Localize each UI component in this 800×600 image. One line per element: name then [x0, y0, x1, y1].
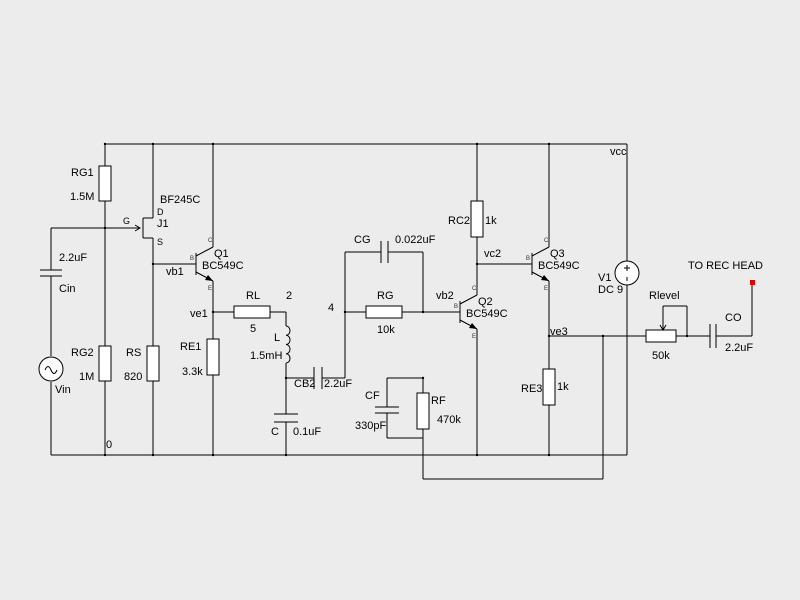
- label-re3: RE3: [521, 383, 542, 395]
- label-rec-head: TO REC HEAD: [688, 260, 763, 272]
- label-vb2: vb2: [436, 290, 454, 302]
- capacitor-cg: [380, 241, 389, 263]
- capacitor-co: [709, 324, 717, 348]
- label-l: L: [274, 332, 280, 344]
- label-rg: RG: [377, 290, 394, 302]
- label-rc2-value: 1k: [485, 215, 497, 227]
- label-ground-node: 0: [106, 439, 112, 451]
- label-cg: CG: [354, 234, 371, 246]
- resistor-rf: [416, 392, 430, 430]
- label-j1-drain: D: [157, 207, 164, 217]
- label-rg1-value: 1.5M: [70, 191, 94, 203]
- resistor-re1: [206, 338, 220, 376]
- labels: RG1 1.5M RG2 1M RS 820 BF245C D J1 G S 2…: [55, 146, 763, 451]
- label-vc2: vc2: [484, 248, 501, 260]
- ac-source-vin: [38, 356, 64, 382]
- resistor-re3: [542, 368, 556, 406]
- label-ve1: ve1: [190, 308, 208, 320]
- label-rg2-value: 1M: [79, 371, 94, 383]
- inductor-l: [285, 325, 291, 364]
- label-rl: RL: [246, 290, 260, 302]
- transistor-q3: [531, 246, 550, 282]
- label-vin: Vin: [55, 384, 71, 396]
- resistor-rs: [146, 345, 160, 382]
- label-q2: Q2: [478, 296, 493, 308]
- resistor-rg: [365, 305, 403, 319]
- label-cin: Cin: [59, 283, 76, 295]
- label-q3-model: BC549C: [538, 260, 580, 272]
- dc-source-v1: [614, 260, 640, 286]
- potentiometer-rlevel: [645, 324, 677, 343]
- label-rlevel: Rlevel: [649, 290, 680, 302]
- label-re3-value: 1k: [557, 381, 569, 393]
- label-q1: Q1: [214, 248, 229, 260]
- label-j1: J1: [157, 218, 169, 230]
- label-vb1: vb1: [166, 266, 184, 278]
- label-re1: RE1: [180, 341, 201, 353]
- resistor-rc2: [470, 200, 484, 238]
- label-rs: RS: [126, 347, 141, 359]
- resistor-rl: [233, 305, 271, 319]
- resistor-rg1: [98, 165, 112, 202]
- transistor-q1: [195, 246, 214, 282]
- label-rg2: RG2: [71, 347, 94, 359]
- label-ve3: ve3: [550, 326, 568, 338]
- q2-pin-e: E: [472, 334, 476, 340]
- label-q1-model: BC549C: [202, 260, 244, 272]
- label-l-value: 1.5mH: [250, 350, 282, 362]
- q1-pin-b: B: [190, 256, 194, 262]
- label-q3: Q3: [550, 248, 565, 260]
- label-node-4: 4: [328, 302, 334, 314]
- label-rf: RF: [431, 395, 446, 407]
- label-cf-value: 330pF: [355, 420, 386, 432]
- q1-pin-c: C: [208, 238, 213, 244]
- label-rs-value: 820: [124, 371, 142, 383]
- q3-pin-b: B: [526, 256, 530, 262]
- transistor-q2: [459, 294, 478, 330]
- resistor-rg2: [98, 345, 112, 382]
- label-rf-value: 470k: [437, 414, 461, 426]
- label-cin-value: 2.2uF: [59, 252, 87, 264]
- label-v1-value: DC 9: [598, 284, 623, 296]
- label-j1-source: S: [157, 237, 163, 247]
- label-rlevel-value: 50k: [652, 350, 670, 362]
- label-cg-value: 0.022uF: [395, 234, 436, 246]
- label-c-value: 0.1uF: [293, 426, 321, 438]
- q2-pin-c: C: [472, 286, 477, 292]
- q3-pin-e: E: [544, 286, 548, 292]
- label-re1-value: 3.3k: [182, 366, 203, 378]
- wires: [50, 143, 753, 480]
- label-vcc: vcc: [610, 146, 627, 158]
- q2-pin-b: B: [454, 304, 458, 310]
- label-q2-model: BC549C: [466, 308, 508, 320]
- label-co-value: 2.2uF: [725, 342, 753, 354]
- label-cf: CF: [365, 390, 380, 402]
- label-j1-model: BF245C: [160, 194, 200, 206]
- jfet-j1: [134, 217, 153, 239]
- label-c: C: [271, 426, 279, 438]
- q1-pin-e: E: [208, 286, 212, 292]
- label-node-2: 2: [286, 290, 292, 302]
- label-cb2-value: 2.2uF: [324, 378, 352, 390]
- capacitor-cb2: [313, 367, 323, 389]
- label-cb2: CB2: [294, 378, 315, 390]
- q3-pin-c: C: [544, 238, 549, 244]
- label-rc2: RC2: [448, 215, 470, 227]
- label-rg-value: 10k: [377, 324, 395, 336]
- capacitor-cf: [375, 406, 399, 414]
- label-rl-value: 5: [250, 323, 256, 335]
- label-rg1: RG1: [71, 167, 94, 179]
- capacitor-c: [274, 413, 298, 423]
- label-j1-gate: G: [123, 216, 130, 226]
- junction-dots: [103, 142, 689, 457]
- capacitor-cin: [40, 269, 62, 277]
- label-v1: V1: [598, 272, 611, 284]
- label-co: CO: [725, 312, 742, 324]
- output-terminal[interactable]: [750, 280, 755, 285]
